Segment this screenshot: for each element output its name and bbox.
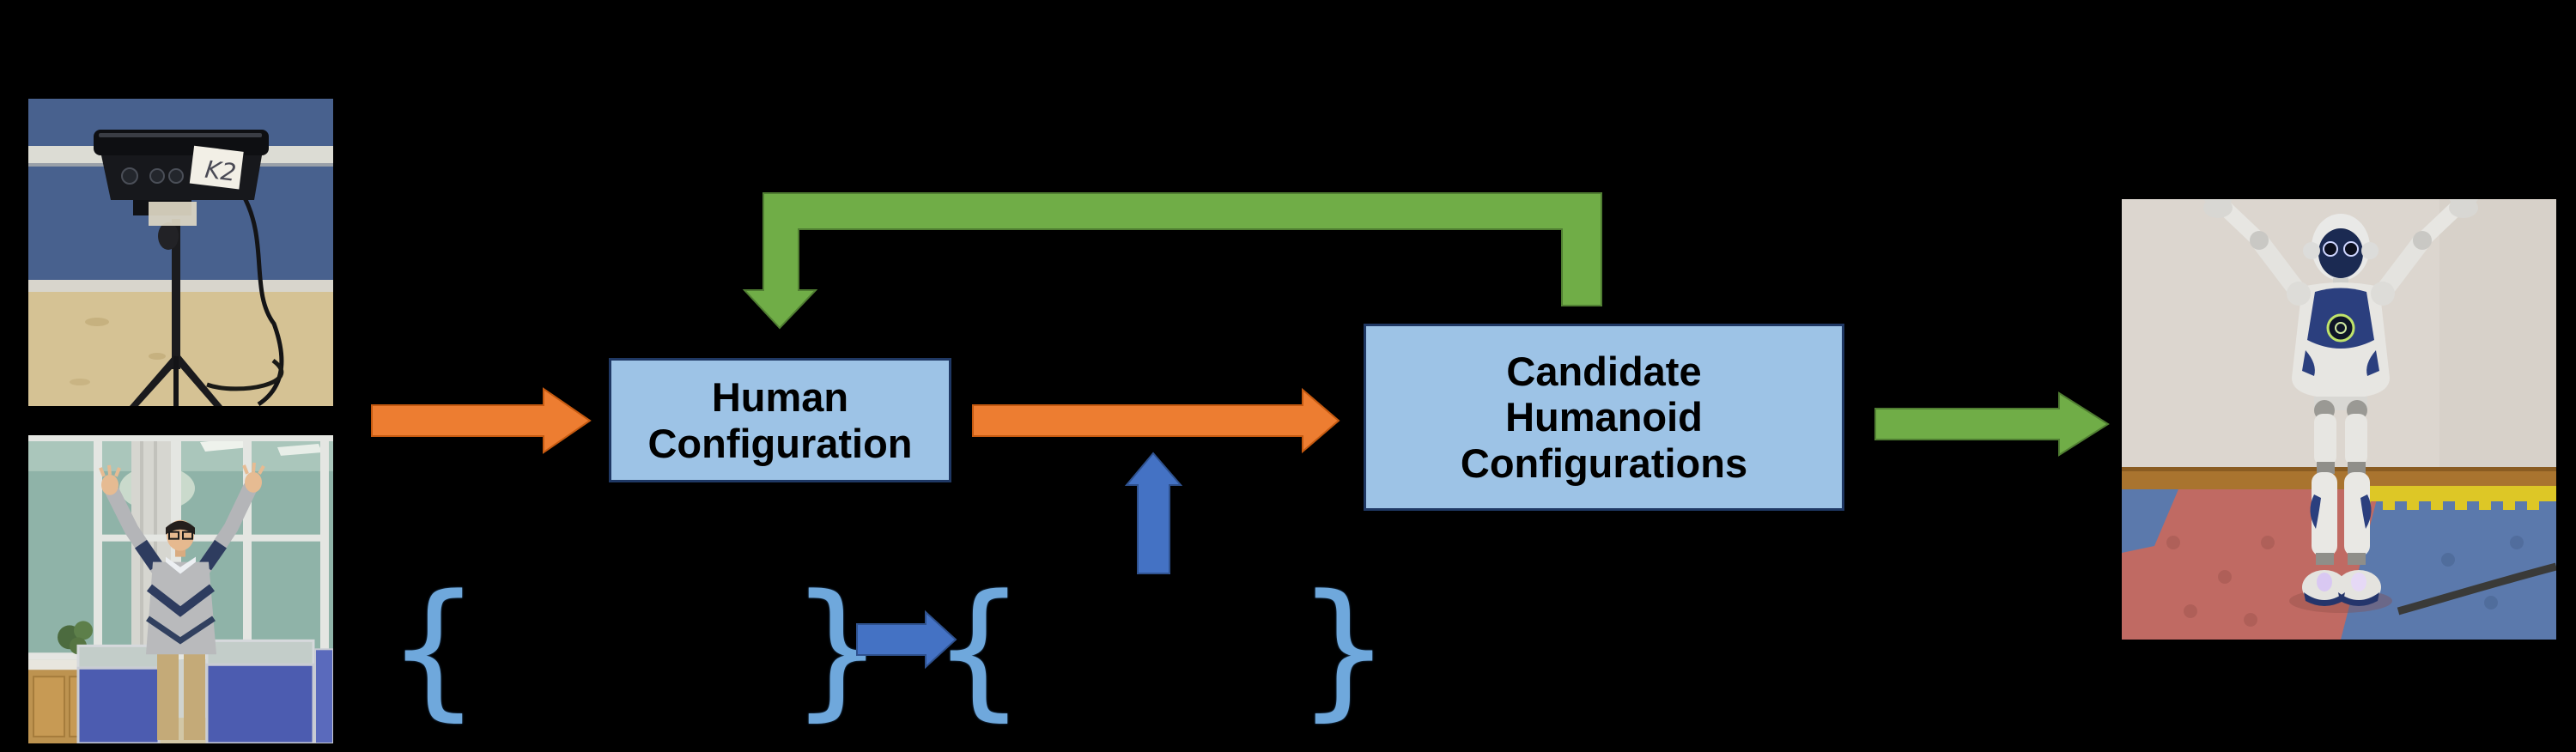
robot-photo-art bbox=[2122, 199, 2556, 640]
floor-mark bbox=[149, 353, 166, 360]
floor-mark bbox=[85, 318, 109, 326]
candidate-line1: Candidate bbox=[1506, 348, 1702, 394]
face-visor bbox=[2318, 228, 2363, 278]
open-brace-1: { bbox=[386, 561, 481, 735]
power-cable bbox=[2397, 562, 2556, 616]
right-shin bbox=[2344, 472, 2370, 556]
ceiling-light bbox=[277, 443, 322, 456]
left-elbow bbox=[2250, 231, 2269, 250]
sensor-lens bbox=[149, 168, 165, 184]
chest-accent-right bbox=[2366, 350, 2379, 376]
neck bbox=[175, 546, 185, 557]
person-photo-art bbox=[28, 435, 333, 743]
mat-texture bbox=[2166, 536, 2524, 627]
sensor-lens bbox=[121, 167, 138, 185]
left-ear bbox=[2303, 242, 2320, 259]
right-knee bbox=[2348, 462, 2366, 474]
left-leg bbox=[157, 653, 179, 741]
left-knee bbox=[2317, 462, 2335, 474]
baseboard bbox=[28, 280, 333, 292]
left-thigh bbox=[2314, 414, 2336, 465]
left-shoulder bbox=[2287, 282, 2311, 306]
cubicle-right bbox=[205, 639, 333, 743]
orange-arrow-input-icon bbox=[371, 387, 592, 454]
kinect-sensor-photo: K2 bbox=[28, 99, 333, 406]
floor-cable bbox=[206, 358, 284, 391]
kinect-photo-art: K2 bbox=[28, 99, 333, 406]
human-configuration-box: Human Configuration bbox=[609, 358, 951, 482]
right-ear bbox=[2361, 242, 2379, 259]
human-configuration-line1: Human bbox=[711, 373, 849, 420]
left-shin bbox=[2312, 472, 2337, 556]
chest-stripe bbox=[146, 584, 216, 617]
blue-up-arrow-icon bbox=[1124, 452, 1183, 574]
blue-mat-right bbox=[2341, 489, 2556, 640]
right-leg bbox=[184, 653, 205, 741]
human-demonstrator-photo bbox=[28, 435, 333, 743]
chest-button-glyph bbox=[2335, 322, 2347, 334]
left-ankle bbox=[2316, 553, 2334, 565]
right-toe-cap bbox=[2338, 592, 2379, 606]
shirt-collar bbox=[166, 556, 196, 574]
orange-arrow-between-boxes-icon bbox=[972, 387, 1340, 454]
person-figure bbox=[99, 462, 265, 741]
hands bbox=[99, 462, 265, 495]
left-eye bbox=[2323, 241, 2338, 257]
right-elbow bbox=[2413, 231, 2432, 250]
right-fingers bbox=[2449, 199, 2479, 203]
right-hand bbox=[2449, 199, 2478, 218]
human-configuration-line2: Configuration bbox=[647, 420, 913, 466]
right-ankle bbox=[2348, 553, 2366, 565]
glasses-left bbox=[168, 531, 179, 540]
sensor-lens bbox=[168, 168, 184, 184]
chest-stripe-2 bbox=[146, 616, 216, 645]
right-upper-arm bbox=[2375, 231, 2432, 300]
skirting-edge bbox=[2122, 467, 2556, 471]
floor bbox=[28, 292, 333, 406]
candidate-line2: Humanoid bbox=[1505, 394, 1703, 440]
green-feedback-elbow-arrow-icon bbox=[742, 192, 1602, 330]
blue-mat-left bbox=[2122, 489, 2178, 553]
wall-shade bbox=[2439, 199, 2556, 467]
curtain-fold bbox=[154, 435, 157, 653]
right-shoulder bbox=[2371, 282, 2395, 306]
floor-mark bbox=[70, 379, 90, 385]
chest-accent-left bbox=[2302, 350, 2315, 376]
hair bbox=[166, 520, 195, 535]
nao-robot-photo bbox=[2122, 199, 2556, 640]
glasses-right bbox=[182, 531, 193, 540]
chest-button bbox=[2326, 313, 2355, 343]
right-thigh bbox=[2345, 414, 2367, 465]
left-foot-light bbox=[2317, 573, 2332, 591]
tape-blob bbox=[149, 202, 197, 226]
left-upper-arm bbox=[2250, 231, 2306, 300]
yellow-mat-edge bbox=[2352, 486, 2556, 510]
robot-figure bbox=[2203, 199, 2479, 613]
open-brace-2: { bbox=[932, 561, 1026, 735]
candidate-line3: Configurations bbox=[1460, 440, 1748, 486]
candidate-configurations-box: Candidate Humanoid Configurations bbox=[1364, 324, 1844, 511]
left-shin-accent bbox=[2310, 494, 2321, 529]
blue-mapping-arrow-icon bbox=[856, 609, 957, 670]
left-toe-cap bbox=[2304, 592, 2345, 606]
green-output-arrow-icon bbox=[1874, 391, 2110, 457]
kinect-device: K2 bbox=[94, 130, 269, 226]
right-foot-light bbox=[2351, 573, 2366, 591]
close-brace-2: } bbox=[1297, 561, 1391, 735]
device-label-text: K2 bbox=[204, 155, 238, 187]
left-fingers bbox=[2203, 199, 2233, 203]
right-eye bbox=[2343, 241, 2359, 257]
right-shin-accent bbox=[2360, 494, 2372, 529]
tripod bbox=[130, 219, 222, 406]
left-hand bbox=[2203, 199, 2233, 218]
cubicle-left bbox=[76, 644, 161, 743]
device-label-sticker: K2 bbox=[189, 145, 244, 190]
